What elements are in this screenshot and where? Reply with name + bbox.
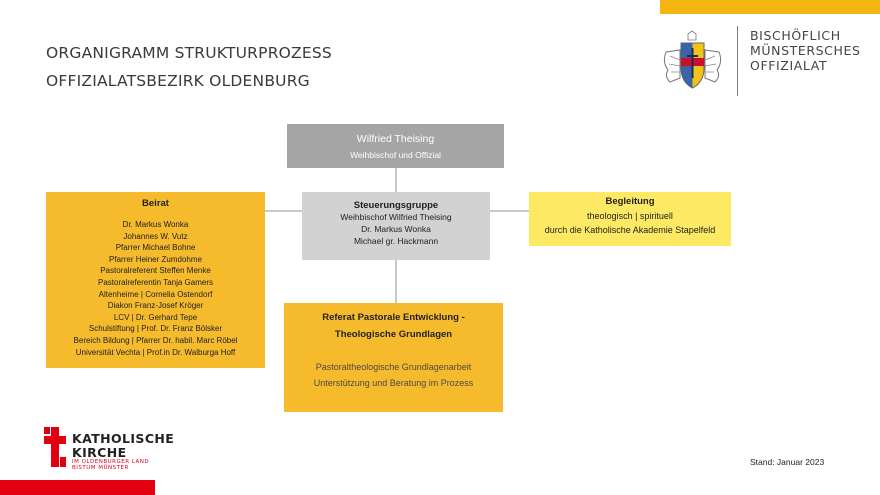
beirat-member: Pastoralreferent Steffen Menke [100, 266, 211, 276]
referat-box: Referat Pastorale Entwicklung - Theologi… [284, 303, 503, 412]
date-stamp: Stand: Januar 2023 [750, 457, 825, 467]
beirat-member: Diakon Franz-Josef Kröger [107, 301, 204, 311]
page-title-line2: OFFIZIALATSBEZIRK OLDENBURG [46, 72, 310, 90]
page-title-line1: ORGANIGRAMM STRUKTURPROZESS [46, 44, 332, 62]
office-name: BISCHÖFLICH MÜNSTERSCHES OFFIZIALAT [750, 28, 861, 73]
referat-desc-line2: Unterstützung und Beratung im Prozess [313, 378, 474, 388]
beirat-member: Pastoralreferentin Tanja Gamers [97, 277, 214, 287]
beirat-member: Johannes W. Vutz [123, 231, 188, 241]
beirat-member: Bereich Bildung | Pfarrer Dr. habil. Mar… [73, 335, 238, 345]
leader-role: Weihbischof und Offizial [350, 150, 441, 160]
beirat-member: LCV | Dr. Gerhard Tepe [113, 312, 198, 322]
referat-desc-line1: Pastoraltheologische Grundlagenarbeit [315, 362, 472, 372]
steuerungsgruppe-member: Dr. Markus Wonka [361, 224, 431, 235]
logo-text-line2: KIRCHE [72, 445, 127, 460]
beirat-member: Schulstiftung | Prof. Dr. Franz Bölsker [88, 324, 223, 334]
top-accent-bar [660, 0, 880, 14]
steuerungsgruppe-member: Weihbischof Wilfried Theising [340, 212, 452, 222]
office-name-line3: OFFIZIALAT [750, 58, 828, 73]
logo-text-line1: KATHOLISCHE [72, 431, 175, 446]
referat-description: Pastoraltheologische Grundlagenarbeit Un… [284, 359, 503, 391]
logo-text-line4: BISTUM MÜNSTER [72, 465, 129, 471]
beirat-member: Dr. Markus Wonka [122, 220, 189, 229]
referat-title-line2: Theologische Grundlagen [334, 329, 453, 340]
connector-right-horizontal [490, 210, 529, 212]
begleitung-title: Begleitung [605, 196, 655, 207]
beirat-member: Universität Vechta | Prof.in Dr. Walburg… [75, 347, 236, 357]
beirat-box: Beirat Dr. Markus Wonka Johannes W. Vutz… [46, 192, 265, 368]
beirat-member: Altenheime | Cornelia Ostendorf [98, 289, 213, 299]
beirat-member: Pfarrer Michael Bohne [115, 243, 196, 253]
crest-divider [737, 26, 738, 96]
coat-of-arms-icon [663, 30, 722, 89]
cross-logo-icon [44, 427, 66, 467]
office-name-line2: MÜNSTERSCHES [750, 43, 861, 58]
leader-name: Wilfried Theising [356, 133, 435, 145]
begleitung-box: Begleitung theologisch | spirituell durc… [529, 192, 731, 246]
footer-red-bar [0, 480, 155, 495]
steuerungsgruppe-member: Michael gr. Hackmann [353, 236, 439, 247]
leader-box: Wilfried Theising Weihbischof und Offizi… [287, 124, 504, 168]
beirat-member: Pfarrer Heiner Zumdohme [109, 254, 202, 264]
steuerungsgruppe-title: Steuerungsgruppe [353, 200, 439, 211]
steuerungsgruppe-box: Steuerungsgruppe Weihbischof Wilfried Th… [302, 192, 490, 260]
office-name-line1: BISCHÖFLICH [750, 28, 841, 43]
begleitung-provider: durch die Katholische Akademie Stapelfel… [544, 225, 716, 235]
begleitung-type: theologisch | spirituell [587, 211, 673, 221]
referat-title-line1: Referat Pastorale Entwicklung - [322, 312, 465, 323]
beirat-title: Beirat [142, 198, 169, 209]
logo-text-line3: IM OLDENBURGER LAND [72, 459, 150, 465]
connector-left-horizontal [265, 210, 302, 212]
